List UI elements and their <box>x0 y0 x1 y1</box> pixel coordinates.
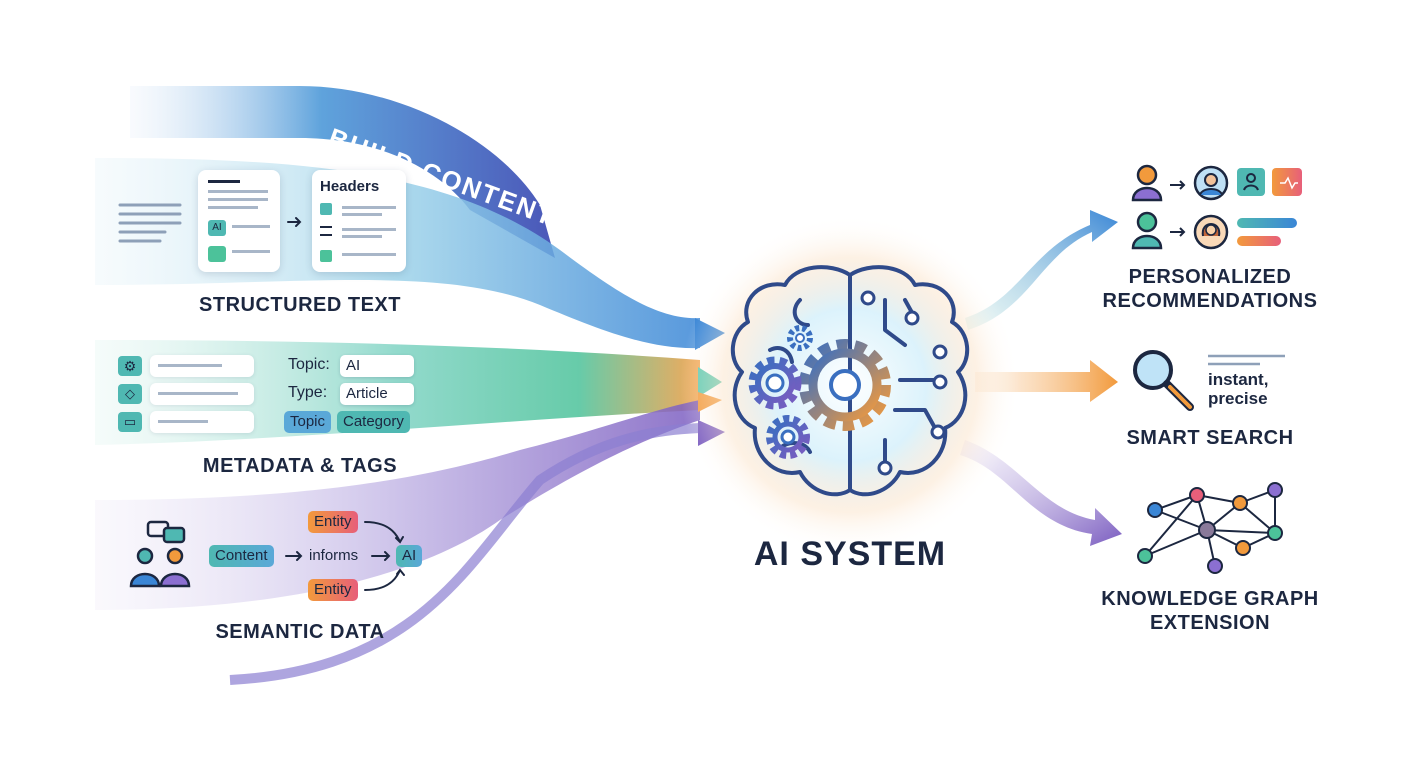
asterisk-icon <box>320 203 332 215</box>
entity-chip-bottom: Entity <box>308 579 358 601</box>
knowledge-graph-icon <box>1137 482 1283 574</box>
list-icon <box>320 226 332 236</box>
label-knowledge-graph-line2: EXTENSION <box>1149 612 1271 634</box>
gear-small-icon <box>787 325 813 351</box>
people-chat-icon <box>129 520 191 588</box>
relation-label: informs <box>309 547 359 564</box>
label-semantic-data: SEMANTIC DATA <box>215 621 385 643</box>
label-metadata-tags: METADATA & TAGS <box>202 455 398 477</box>
label-recommendations-line1: PERSONALIZED <box>1128 266 1292 288</box>
label-smart-search: SMART SEARCH <box>1126 427 1294 449</box>
output-flow-recommendations <box>965 210 1118 330</box>
chart-doc-icon <box>208 246 226 262</box>
tag-chip-topic: Topic <box>284 411 332 433</box>
search-result-lines <box>1208 354 1285 366</box>
arrow-right-icon <box>1170 227 1186 237</box>
gear-left-icon <box>748 356 802 410</box>
gear-bottom-icon <box>766 415 810 459</box>
text-lines-icon <box>118 203 182 243</box>
topic-value: AI <box>340 355 414 377</box>
user-icon-orange <box>1131 164 1163 202</box>
gear-tag-icon: ⚙ <box>118 356 142 376</box>
profile-card-icon <box>1237 168 1265 196</box>
ai-doc-icon: AI <box>208 220 226 236</box>
magnifier-icon <box>1133 350 1194 411</box>
brain-circuit-nodes <box>860 290 948 476</box>
build-content-banner <box>130 86 555 258</box>
ai-system-title: AI SYSTEM <box>753 535 947 573</box>
avatar-woman-icon <box>1193 214 1229 250</box>
recommendation-bar <box>1237 218 1297 228</box>
folder-icon: ▭ <box>118 412 142 432</box>
content-chip: Content <box>209 545 274 567</box>
search-caption-line1: instant, <box>1208 370 1269 389</box>
semantic-relation-arrows <box>285 521 405 591</box>
arrow-right-icon <box>1170 180 1186 190</box>
label-structured-text: STRUCTURED TEXT <box>199 294 401 316</box>
user-icon-green <box>1131 211 1163 250</box>
headers-card-title: Headers <box>320 178 380 195</box>
heart-rate-card-icon <box>1272 168 1302 196</box>
input-tail-semantic <box>229 423 701 685</box>
avatar-man-icon <box>1193 165 1229 201</box>
headers-card: Headers <box>312 170 406 272</box>
tag-icon: ◇ <box>118 384 142 404</box>
brain-icon <box>730 265 970 497</box>
source-document-card: AI <box>198 170 280 272</box>
tag-chip-category: Category <box>337 411 410 433</box>
label-recommendations-line2: RECOMMENDATIONS <box>1102 290 1318 312</box>
recommendation-bar <box>1237 236 1281 246</box>
output-flow-graph <box>960 440 1122 546</box>
type-value: Article <box>340 383 414 405</box>
type-key: Type: <box>288 384 328 401</box>
label-knowledge-graph-line1: KNOWLEDGE GRAPH <box>1101 588 1319 610</box>
entity-chip-top: Entity <box>308 511 358 533</box>
search-caption-line2: precise <box>1208 389 1268 408</box>
ai-chip: AI <box>396 545 423 567</box>
gear-large-icon <box>799 339 891 431</box>
arrow-right-icon <box>287 217 302 227</box>
topic-key: Topic: <box>288 356 330 373</box>
pencil-icon <box>320 250 332 262</box>
